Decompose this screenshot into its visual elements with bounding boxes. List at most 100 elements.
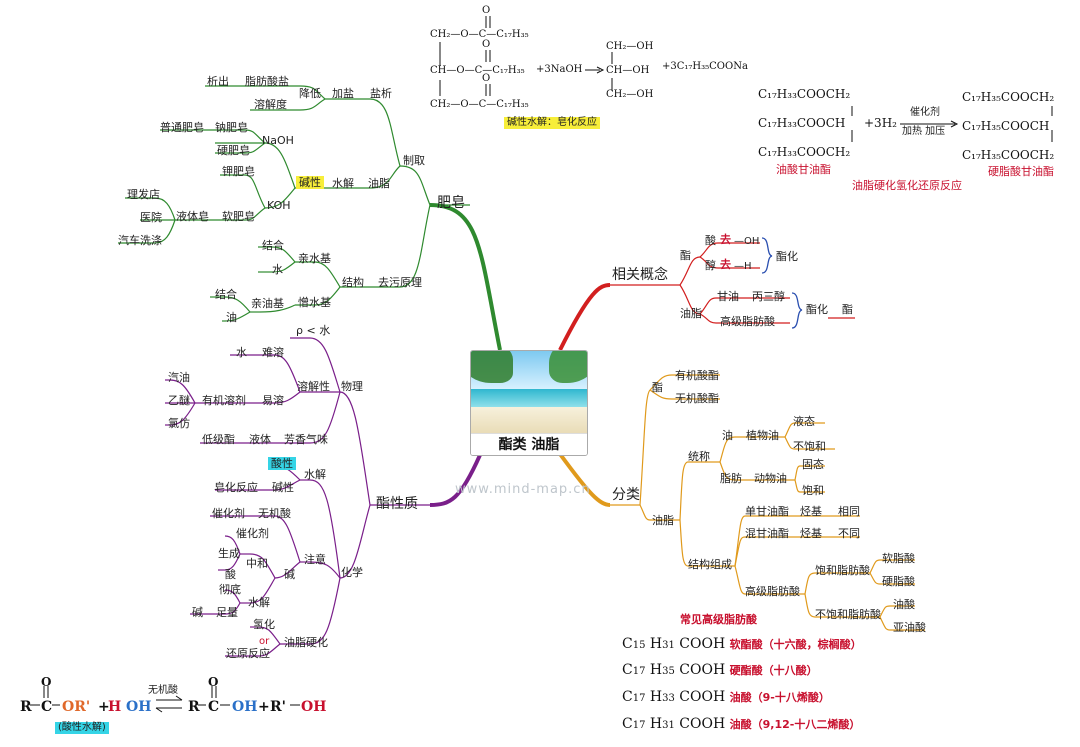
node-sodium-soap[interactable]: 钠肥皂 xyxy=(215,121,248,134)
node-veg-oil[interactable]: 植物油 xyxy=(746,429,779,442)
node-fat-c[interactable]: 油脂 xyxy=(680,307,702,320)
node-solid-state[interactable]: 固态 xyxy=(802,458,824,471)
node-alkyl-2[interactable]: 烃基 xyxy=(800,527,822,540)
node-fat-k[interactable]: 油脂 xyxy=(652,514,674,527)
node-basic[interactable]: 碱性 xyxy=(272,481,294,494)
node-base-e[interactable]: 碱 xyxy=(284,568,295,581)
node-hydrophilic[interactable]: 亲水基 xyxy=(298,252,331,265)
node-hardening[interactable]: 油脂硬化 xyxy=(284,636,328,649)
node-potassium-soap[interactable]: 钾肥皂 xyxy=(222,165,255,178)
node-chemical[interactable]: 化学 xyxy=(341,566,363,579)
node-liquid-e[interactable]: 液体 xyxy=(249,433,271,446)
node-org-ester[interactable]: 有机酸酯 xyxy=(675,369,719,382)
center-node[interactable]: 酯类 油脂 xyxy=(470,350,588,456)
node-lower[interactable]: 降低 xyxy=(299,87,321,100)
node-mixed-glyceride[interactable]: 混甘油酯 xyxy=(745,527,789,540)
node-inorg-acid[interactable]: 无机酸 xyxy=(258,507,291,520)
node-hfa-c[interactable]: 高级脂肪酸 xyxy=(720,315,775,328)
node-composition[interactable]: 结构组成 xyxy=(688,558,732,571)
node-alkaline[interactable]: 碱性 xyxy=(296,176,324,189)
node-solubility[interactable]: 溶解度 xyxy=(254,98,287,111)
node-hydrolysis[interactable]: 水解 xyxy=(332,177,354,190)
node-you[interactable]: 油 xyxy=(722,429,733,442)
node-hydrolysis-2[interactable]: 水解 xyxy=(248,596,270,609)
node-different[interactable]: 不同 xyxy=(838,527,860,540)
node-thorough[interactable]: 彻底 xyxy=(219,583,241,596)
node-aroma[interactable]: 芳香气味 xyxy=(284,433,328,446)
node-liquid-soap[interactable]: 液体皂 xyxy=(176,210,209,223)
node-acid-c[interactable]: 酸 xyxy=(705,234,716,247)
node-structure[interactable]: 结构 xyxy=(342,276,364,289)
node-low-ester[interactable]: 低级酯 xyxy=(202,433,235,446)
node-ester-k[interactable]: 酯 xyxy=(652,381,663,394)
node-unsat-fa[interactable]: 不饱和脂肪酸 xyxy=(815,608,881,621)
node-oleic[interactable]: 油酸 xyxy=(893,598,915,611)
node-alcohol[interactable]: 醇 xyxy=(705,259,716,272)
node-lipophilic[interactable]: 亲油基 xyxy=(251,297,284,310)
node-hydrolysis-e[interactable]: 水解 xyxy=(304,468,326,481)
node-esterify[interactable]: 酯化 xyxy=(776,250,798,263)
node-koh[interactable]: KOH xyxy=(267,199,291,212)
node-soft-soap[interactable]: 软肥皂 xyxy=(222,210,255,223)
node-saturated[interactable]: 饱和 xyxy=(802,484,824,497)
node-propanetriol[interactable]: 丙三醇 xyxy=(752,290,785,303)
node-ether[interactable]: 乙醚 xyxy=(168,394,190,407)
node-sat-fa[interactable]: 饱和脂肪酸 xyxy=(815,564,870,577)
node-inorg-ester[interactable]: 无机酸酯 xyxy=(675,392,719,405)
node-hard-soap[interactable]: 硬肥皂 xyxy=(217,144,250,157)
node-catalyst[interactable]: 催化剂 xyxy=(212,507,245,520)
node-acidic[interactable]: 酸性 xyxy=(268,457,296,470)
node-solubility-e[interactable]: 溶解性 xyxy=(297,380,330,393)
node-physical[interactable]: 物理 xyxy=(341,380,363,393)
node-esterify-2[interactable]: 酯化 xyxy=(806,303,828,316)
node-simple-glyceride[interactable]: 单甘油酯 xyxy=(745,505,789,518)
node-add-salt[interactable]: 加盐 xyxy=(332,87,354,100)
node-naoh[interactable]: NaOH xyxy=(262,134,294,147)
node-zhifang[interactable]: 脂肪 xyxy=(720,472,742,485)
node-concepts[interactable]: 相关概念 xyxy=(612,267,668,283)
node-prep[interactable]: 制取 xyxy=(403,154,425,167)
node-salting[interactable]: 盐析 xyxy=(370,87,392,100)
node-same[interactable]: 相同 xyxy=(838,505,860,518)
node-ester-c[interactable]: 酯 xyxy=(680,249,691,262)
node-generate[interactable]: 生成 xyxy=(218,547,240,560)
node-hydrophobic[interactable]: 憎水基 xyxy=(298,296,331,309)
node-soluble[interactable]: 易溶 xyxy=(262,394,284,407)
node-unsaturated[interactable]: 不饱和 xyxy=(793,440,826,453)
node-base-3[interactable]: 碱 xyxy=(192,606,203,619)
node-oh-group[interactable]: —OH xyxy=(734,236,760,247)
node-alkyl-1[interactable]: 烃基 xyxy=(800,505,822,518)
node-bind-1[interactable]: 结合 xyxy=(262,239,284,252)
node-called[interactable]: 统称 xyxy=(688,450,710,463)
node-barber[interactable]: 理发店 xyxy=(127,188,160,201)
node-linoleic[interactable]: 亚油酸 xyxy=(893,621,926,634)
node-acid-e[interactable]: 酸 xyxy=(225,568,236,581)
node-density[interactable]: ρ < 水 xyxy=(296,324,331,337)
node-glycerol[interactable]: 甘油 xyxy=(717,290,739,303)
node-oil-2[interactable]: 油 xyxy=(226,311,237,324)
node-gasoline[interactable]: 汽油 xyxy=(168,371,190,384)
node-hfa-k[interactable]: 高级脂肪酸 xyxy=(745,585,800,598)
node-org-solvent[interactable]: 有机溶剂 xyxy=(202,394,246,407)
node-h-group[interactable]: —H xyxy=(734,261,752,272)
node-neutralize[interactable]: 中和 xyxy=(246,557,268,570)
node-chloroform[interactable]: 氯仿 xyxy=(168,417,190,430)
node-animal-oil[interactable]: 动物油 xyxy=(754,472,787,485)
node-enough[interactable]: 足量 xyxy=(216,606,238,619)
node-stearic[interactable]: 硬脂酸 xyxy=(882,575,915,588)
node-redox[interactable]: 还原反应 xyxy=(226,647,270,660)
node-bind-2[interactable]: 结合 xyxy=(215,288,237,301)
node-water-e[interactable]: 水 xyxy=(236,346,247,359)
node-carwash[interactable]: 汽车洗涤 xyxy=(118,234,162,247)
node-hydrogenation[interactable]: 氢化 xyxy=(253,618,275,631)
node-fat-salt[interactable]: 脂肪酸盐 xyxy=(245,75,289,88)
node-ester-props[interactable]: 酯性质 xyxy=(376,496,418,512)
node-hospital[interactable]: 医院 xyxy=(140,211,162,224)
node-saponify[interactable]: 皂化反应 xyxy=(214,481,258,494)
node-precipitate[interactable]: 析出 xyxy=(207,75,229,88)
node-note[interactable]: 注意 xyxy=(304,553,326,566)
node-palmitic[interactable]: 软脂酸 xyxy=(882,552,915,565)
node-common-soap[interactable]: 普通肥皂 xyxy=(160,121,204,134)
node-ester-2[interactable]: 酯 xyxy=(842,303,853,316)
node-water[interactable]: 水 xyxy=(272,263,283,276)
